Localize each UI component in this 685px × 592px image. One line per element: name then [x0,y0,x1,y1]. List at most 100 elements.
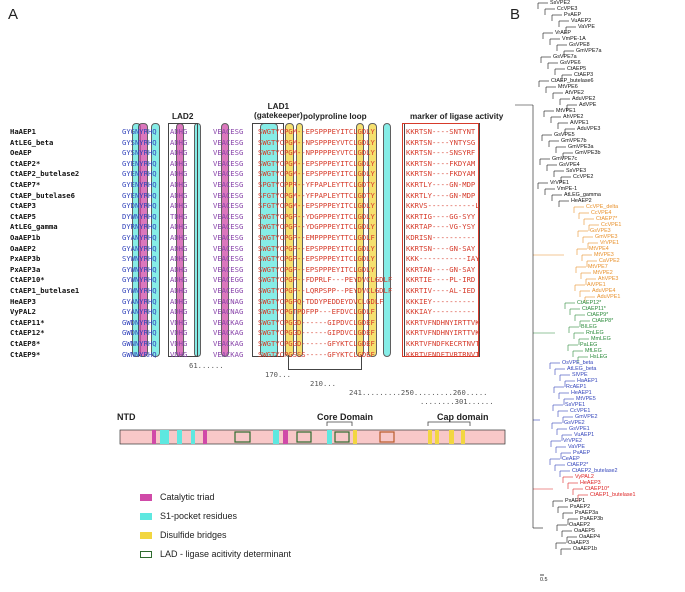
sequence-name: CtAEP10* [10,275,45,285]
tree-leaf-label: OaAEP2 [569,522,590,528]
sequence-name: OeAEP [10,148,32,158]
tree-leaf-label: MtVPE3 [594,252,614,258]
legend-swatch [140,532,152,540]
polyproline-bracket [288,355,362,370]
sequence-segment: VEACESG [213,148,244,158]
sequence-segment: GYSNYRHQ [122,137,157,147]
tree-leaf-label: PxAEP1 [565,498,586,504]
sequence-segment: GYWNYRHQ [122,286,157,295]
lad-box [168,123,198,357]
sequence-segment: ADHG [170,190,188,200]
sequence-name: CtAEP2* [10,158,41,168]
tree-leaf-label: VrAEP [555,30,571,36]
sequence-segment: ADHG [170,148,188,158]
tree-leaf-label: CtAEP11* [582,306,606,312]
sequence-name: OaAEP2 [10,243,36,253]
alignment-column-highlight [151,123,160,357]
cap-domain-label: Cap domain [437,412,489,422]
tree-leaf-label: GmVPE7b [561,138,587,144]
tree-leaf-label: GmVPE3b [575,150,601,156]
sequence-segment: VDHG [170,339,188,348]
tree-leaf-label: VuAEP2 [571,18,592,24]
tree-leaf-label: MtVPE5 [576,396,596,402]
sequence-segment: ADHG [170,137,188,147]
sequence-segment: SWGTYCPGGD------GFYKTCLGDEF [258,339,375,348]
ligase-marker-header: marker of ligase activity [410,112,504,121]
tree-leaf-label: PvAEP [573,450,591,456]
phylogenetic-tree [515,2,599,576]
sequence-segment: SWGTYCPGM--EPSPPPEYITCLGDLY [258,169,375,179]
tree-leaf-label: AhVPE2 [563,114,584,120]
sequence-segment: VEACESG [213,127,244,136]
sequence-segment: ADHG [170,275,188,285]
sequence-segment: VEACESG [213,137,244,147]
sequence-segment: SPGTYCPPR--YFPAPLEYTTCLGDTY [258,180,375,189]
legend-label: Disulfide bridges [160,530,227,540]
sequence-segment: VDHG [170,317,188,327]
sequence-segment: ADHG [170,296,188,306]
tree-leaf-label: AduVPE2 [572,96,596,102]
core-domain-label: Core Domain [317,412,374,422]
sequence-segment: VEACESG [213,190,244,200]
sequence-name: CtAEP3 [10,201,36,211]
sequence-segment: GYSNYRHQ [122,148,157,158]
sequence-segment: DYRNYRHQ [122,222,157,232]
sequence-segment: SWGTYCPGM--NPPPPPEYVTCLGDLY [258,148,375,158]
sequence-segment: GWDNYRHQ [122,317,157,327]
tree-leaf-label: GsVPE1 [569,426,590,432]
pos-301: ........301...... [420,397,494,406]
tree-leaf-label: VuAEP1 [574,432,595,438]
sequence-segment: DYWNYRHQ [122,211,157,221]
legend-item: LAD - ligase acitivity determinant [140,549,291,559]
tree-leaf-label: CtAEP2_butelase2 [572,468,618,474]
sequence-segment: VEACEGG [213,286,244,295]
sequence-segment: VEACKAG [213,317,244,327]
sequence-segment: SWGTYCPGM--EPSPPPEYITCLGDLY [258,127,375,136]
tree-leaf-label: CtAEP3 [574,72,594,78]
tree-leaf-label: HeAEP2 [571,198,592,204]
sequence-segment: SWGTYCPGP--LQRPSPP--PEYDVCLGDLF [258,286,393,295]
tree-leaf-label: HaAEP1 [577,378,598,384]
sequence-segment: GWNNYRHQ [122,339,157,348]
sequence-segment: SWGTYCPGPQ-TDDYPEDDEYDVCLGDLF [258,296,384,306]
sequence-segment: KKRTSN----GN-SAY [406,243,476,253]
legend-label: LAD - ligase acitivity determinant [160,549,292,559]
sequence-segment: ADHG [170,286,188,295]
alignment-column-highlight [368,123,377,357]
tree-leaf-label: PxAEP3a [575,510,599,516]
sequence-name: CtAEP11* [10,317,45,327]
ntd-label: NTD [117,412,136,422]
sequence-segment: KKRTAP----VG-YSY [406,222,476,232]
tree-leaf-label: CcVPE3 [557,6,578,12]
tree-leaf-label: MtVPE6 [558,84,578,90]
sequence-segment: KKRTIE----PL-IRD [406,275,476,285]
tree-leaf-label: MtVPE7 [588,264,608,270]
tree-leaf-label: AiVPE1 [570,120,589,126]
sequence-segment: KKRTIV----AL-IED [406,286,476,295]
tree-leaf-label: AhVPE3 [598,276,619,282]
tree-leaf-label: HsLEG [590,354,608,360]
tree-leaf-label: CeAEP [562,456,580,462]
tree-leaf-label: VyPAL2 [575,474,594,480]
legend-label: S1-pocket residues [160,511,238,521]
sequence-segment: KDRISN---------- [406,233,476,242]
tree-leaf-label: AduVPE1 [597,294,621,300]
sequence-segment: KKRTVFNDFKECRTNVT [406,339,480,348]
tree-leaf-label: OaAEP4 [579,534,600,540]
tree-leaf-label: CcVPE_delta [586,204,619,210]
sequence-segment: ADHG [170,127,188,136]
sequence-segment: VEACKAG [213,339,244,348]
tree-leaf-label: RnLEG [586,330,604,336]
pos-210: 210... [310,379,336,388]
tree-leaf-label: GmVPE3 [595,234,618,240]
tree-leaf-label: RcAEP1 [566,384,587,390]
